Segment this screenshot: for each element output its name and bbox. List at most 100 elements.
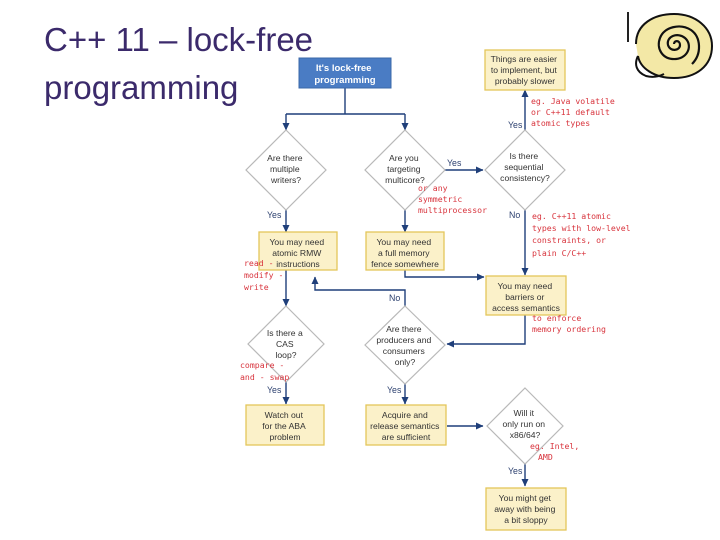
svg-text:You may need barriers or: You may need barriers or access semantic… — [492, 281, 560, 313]
note-line: read - — [244, 258, 274, 268]
note-memory-ordering: to enforce memory ordering — [532, 313, 606, 334]
box-text: You may need — [269, 237, 324, 247]
box-text: Acquire and — [382, 410, 428, 420]
note-line: plain C/C++ — [532, 248, 586, 258]
note-line: write — [244, 282, 269, 292]
decision-text: targeting — [387, 164, 421, 174]
note-line: eg. C++11 atomic — [532, 211, 611, 221]
note-compare-and-swap: compare - and - swap — [240, 360, 289, 382]
box-aba-problem: Watch out for the ABA problem — [245, 404, 325, 446]
note-line: AMD — [538, 452, 553, 462]
decision-text: CAS — [276, 339, 294, 349]
svg-text:Will it only run on: Will it only run on x86/64? — [503, 408, 548, 440]
note-line: or C++11 default — [531, 107, 610, 117]
decision-text: Are there — [267, 153, 303, 163]
decision-text: consumers — [383, 346, 425, 356]
box-text: You may need — [376, 237, 431, 247]
svg-text:Are there multiple: Are there multiple writers? — [267, 153, 305, 185]
box-text: probably slower — [495, 76, 555, 86]
decision-text: Is there — [509, 151, 538, 161]
decision-multicore: Are you targeting multicore? — [364, 129, 446, 211]
decision-text: Are you — [389, 153, 419, 163]
svg-text:Are you targeting: Are you targeting multicore? — [385, 153, 425, 185]
connectors — [282, 87, 529, 487]
start-node: It's lock-free programming — [298, 57, 392, 89]
note-line: or any — [418, 183, 448, 193]
decision-producers-consumers: Are there producers and consumers only? — [364, 305, 446, 385]
box-atomic-rmw: You may need atomic RMW instructions — [258, 231, 338, 271]
box-sloppy: You might get away with being a bit slop… — [485, 487, 567, 531]
note-java-volatile: eg. Java volatile or C++11 default atomi… — [531, 96, 620, 128]
note-line: atomic types — [531, 118, 590, 128]
svg-text:Is there sequential: Is there sequential consistency? — [500, 151, 550, 183]
box-text: atomic RMW — [272, 248, 322, 258]
note-line: memory ordering — [532, 324, 606, 334]
label-producers-yes: Yes — [387, 385, 402, 395]
svg-text:It's lock-free programmi: It's lock-free programming — [314, 63, 375, 86]
label-sequential-yes: Yes — [508, 120, 523, 130]
decision-text: sequential — [504, 162, 543, 172]
note-line: eg. Java volatile — [531, 96, 615, 106]
note-cpp11-atomic: eg. C++11 atomic types with low-level co… — [532, 211, 636, 258]
svg-text:Things are easier to imp: Things are easier to implement, but prob… — [491, 54, 560, 86]
box-text: a full memory — [378, 248, 430, 258]
box-text: are sufficient — [382, 432, 431, 442]
slide-title-line2: programming — [44, 69, 239, 106]
decision-text: x86/64? — [510, 430, 541, 440]
connector-producers-no — [311, 276, 406, 306]
label-x86-yes: Yes — [508, 466, 523, 476]
box-text: release semantics — [370, 421, 439, 431]
box-text: access semantics — [492, 303, 560, 313]
decision-text: consistency? — [500, 173, 550, 183]
decision-cas-loop: Is there a CAS loop? — [247, 305, 325, 383]
connector-barriers-to-producers — [446, 315, 526, 348]
snail-scroll-logo-icon — [635, 12, 714, 80]
note-intel-amd: eg. Intel, AMD — [530, 441, 584, 462]
decision-text: loop? — [275, 350, 296, 360]
box-text: You might get — [499, 493, 552, 503]
decision-text: producers and — [376, 335, 431, 345]
note-line: multiprocessor — [418, 205, 487, 215]
box-text: away with being — [494, 504, 555, 514]
note-line: eg. Intel, — [530, 441, 579, 451]
box-text: barriers or — [505, 292, 544, 302]
label-writers-yes: Yes — [267, 210, 282, 220]
note-line: constraints, or — [532, 235, 606, 245]
svg-text:You may need atomic RMW: You may need atomic RMW instructions — [269, 237, 326, 269]
note-symmetric-multiprocessor: or any symmetric multiprocessor — [418, 183, 487, 215]
logo-divider — [627, 12, 629, 42]
svg-text:Watch out for the ABA: Watch out for the ABA problem — [262, 410, 307, 442]
box-barriers: You may need barriers or access semantic… — [485, 275, 567, 316]
box-text: a bit sloppy — [504, 515, 548, 525]
decision-text: Is there a — [267, 328, 303, 338]
box-text: to implement, but — [491, 65, 558, 75]
decision-sequential-consistency: Is there sequential consistency? — [484, 129, 566, 211]
note-line: modify - — [244, 270, 283, 280]
box-text: Watch out — [265, 410, 304, 420]
svg-text:Are there producers and: Are there producers and consumers only? — [376, 324, 433, 367]
box-text: for the ABA — [262, 421, 306, 431]
label-producers-no: No — [389, 293, 400, 303]
box-easier-slower: Things are easier to implement, but prob… — [484, 49, 566, 91]
start-node-line: programming — [314, 75, 375, 86]
decision-text: Will it — [514, 408, 535, 418]
decision-text: only run on — [503, 419, 546, 429]
decision-text: only? — [395, 357, 416, 367]
label-cas-yes: Yes — [267, 385, 282, 395]
label-multicore-yes: Yes — [447, 158, 462, 168]
box-full-fence: You may need a full memory fence somewhe… — [365, 231, 445, 271]
note-line: to enforce — [532, 313, 581, 323]
note-line: types with low-level — [532, 223, 631, 233]
box-text: fence somewhere — [371, 259, 439, 269]
note-line: symmetric — [418, 194, 462, 204]
svg-text:Is there a CAS loo: Is there a CAS loop? — [267, 328, 305, 360]
slide-title-line1: C++ 11 – lock-free — [44, 21, 314, 58]
box-text: problem — [269, 432, 300, 442]
decision-text: multiple — [270, 164, 300, 174]
decision-text: Are there — [386, 324, 422, 334]
decision-text: writers? — [270, 175, 301, 185]
decision-x86: Will it only run on x86/64? — [486, 387, 564, 465]
decision-text: multicore? — [385, 175, 425, 185]
start-node-line: It's lock-free — [316, 63, 372, 74]
svg-text:You may need a full memo: You may need a full memory fence somewhe… — [371, 237, 439, 269]
